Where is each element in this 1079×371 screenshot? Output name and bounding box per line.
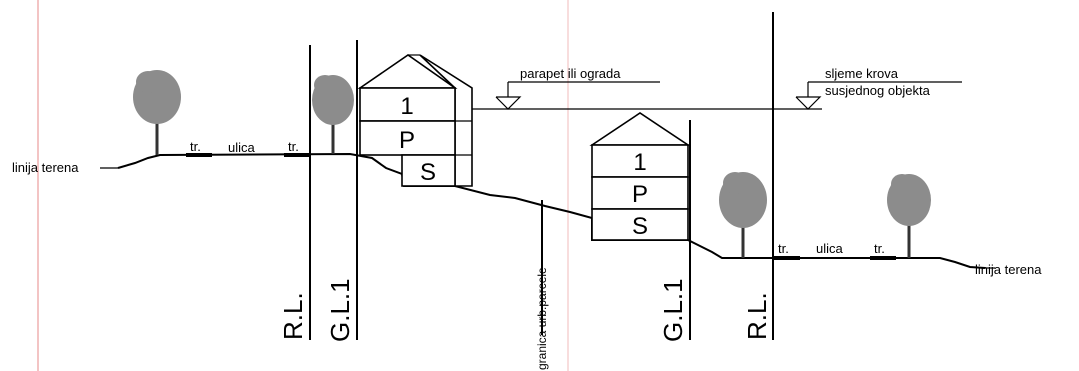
building-right-floor-p — [591, 176, 689, 210]
terrain-label-right: linija terena — [975, 262, 1042, 277]
building-right-label-p: P — [632, 181, 648, 208]
street-label-left: ulica — [228, 140, 256, 155]
tree-3 — [719, 172, 767, 258]
parcel-boundary-label: granica urb.parcele — [535, 267, 549, 370]
rl-label-left: R.L. — [278, 292, 308, 340]
building-right: 1 P S — [589, 112, 691, 241]
street-label-right: ulica — [816, 241, 844, 256]
building-right-roof — [589, 112, 691, 146]
terrain-line — [117, 152, 986, 269]
building-left-floor-s — [401, 154, 456, 187]
sidewalk-label-4: tr. — [874, 241, 885, 256]
parapet-marker — [495, 81, 660, 110]
building-left-label-p: P — [399, 127, 415, 154]
tree-2 — [312, 75, 354, 154]
tree-1 — [133, 70, 181, 155]
parapet-label: parapet ili ograda — [520, 66, 621, 81]
terrain-label-left: linija terena — [12, 160, 79, 175]
ridge-label-line1: sljeme krova — [825, 66, 899, 81]
rl-label-right: R.L. — [742, 292, 772, 340]
sidewalk-label-2: tr. — [288, 139, 299, 154]
building-right-floor-1 — [591, 144, 689, 178]
building-left-side — [419, 54, 473, 187]
building-right-label-s: S — [632, 213, 648, 240]
building-left-label-1: 1 — [400, 93, 413, 120]
building-left-label-s: S — [420, 159, 436, 186]
building-right-label-1: 1 — [633, 149, 646, 176]
gl-label-right: G.L.1 — [658, 278, 688, 342]
building-left: 1 P S — [357, 54, 473, 187]
ridge-marker — [795, 81, 962, 110]
gl-label-left: G.L.1 — [325, 278, 355, 342]
sidewalk-label-3: tr. — [778, 241, 789, 256]
sidewalk-label-1: tr. — [190, 139, 201, 154]
ridge-label-line2: susjednog objekta — [825, 83, 931, 98]
building-right-floor-s — [591, 208, 689, 241]
tree-4 — [887, 174, 931, 258]
